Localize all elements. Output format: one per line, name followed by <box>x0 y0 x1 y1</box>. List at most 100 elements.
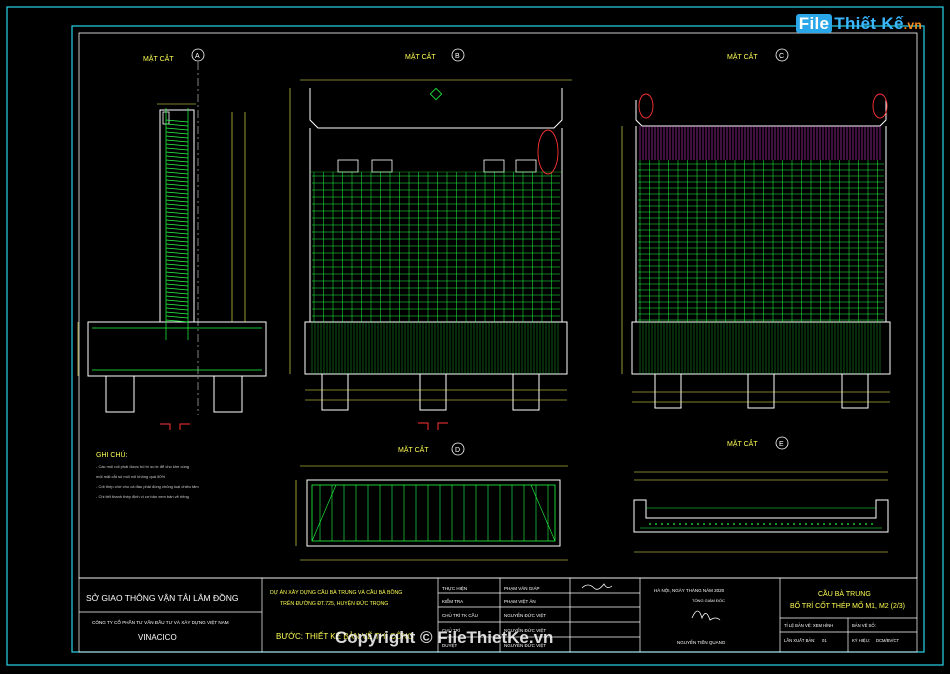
section-d-view: MẶT CẮT D <box>295 442 568 561</box>
rebar-dot <box>817 523 819 525</box>
rebar-dot <box>793 523 795 525</box>
rebar-stirrup <box>165 207 189 211</box>
role-5: DUYỆT <box>442 641 458 648</box>
rebar-stirrup <box>165 151 189 155</box>
rebar-stirrup <box>165 223 189 227</box>
signature-1 <box>581 583 613 590</box>
note-line-2: một mặt cắt số mối nối không quá 50% <box>96 474 166 479</box>
section-a-marker <box>191 48 205 62</box>
rebar-stirrup <box>165 263 189 267</box>
section-e-letter: E <box>779 441 784 448</box>
section-d-marker <box>451 442 465 456</box>
rebar-stirrup <box>165 259 189 263</box>
rebar-stirrup <box>165 251 189 255</box>
rebar-dot <box>727 523 729 525</box>
rebar-dot <box>679 523 681 525</box>
outer-frame <box>6 6 944 666</box>
rebar-stirrup <box>165 287 189 291</box>
rebar-stirrup <box>165 163 189 167</box>
rebar-dot <box>685 523 687 525</box>
section-b-letter: B <box>455 53 460 60</box>
rebar-stirrup <box>165 319 189 323</box>
title-block <box>78 577 918 653</box>
role-2-name: PHẠM VIỆT ÂN <box>504 597 536 604</box>
rebar-stirrup <box>165 119 189 123</box>
rebar-stirrup <box>165 159 189 163</box>
role-4: CHỦ TRÌ <box>442 627 460 633</box>
note-line-1: - Các mối nối phải được bố trí so le để … <box>96 464 189 469</box>
rebar-stirrup <box>165 231 189 235</box>
rebar-dot <box>787 523 789 525</box>
rebar-stirrup <box>165 171 189 175</box>
project-line-1: DỰ ÁN XÂY DỰNG CẦU BÀ TRUNG VÀ CẦU BÀ BỒ… <box>270 589 402 596</box>
drawing-border <box>78 32 918 579</box>
section-e-view: MẶT CẮT E <box>633 436 889 553</box>
brand-name: Thiết Kế <box>834 14 904 33</box>
rebar-dot <box>703 523 705 525</box>
rebar-dot <box>739 523 741 525</box>
scale-label: TỈ LỆ BẢN VẼ: XEM HÌNH <box>784 623 833 628</box>
section-d-title: MẶT CẮT <box>398 445 429 454</box>
rebar-dot <box>811 523 813 525</box>
rebar-stirrup <box>165 271 189 275</box>
role-3: CHỦ TRÌ TK CẦU <box>442 612 478 618</box>
rebar-stirrup <box>165 247 189 251</box>
rebar-dot <box>865 523 867 525</box>
brand-tld: .vn <box>903 18 922 32</box>
rebar-stirrup <box>165 199 189 203</box>
revision-value: 01 <box>822 638 827 643</box>
title-block-text: SỞ GIAO THÔNG VẬN TẢI LÂM ĐỒNG CÔNG TY C… <box>86 583 905 648</box>
company-short: VINACICO <box>138 633 177 642</box>
rebar-dot <box>823 523 825 525</box>
rebar-dot <box>649 523 651 525</box>
section-c-letter: C <box>779 53 784 60</box>
copyright-watermark: Copyright © FileThietKe.vn <box>335 628 554 647</box>
rebar-dot <box>799 523 801 525</box>
rebar-dot <box>691 523 693 525</box>
rebar-stirrup <box>165 219 189 223</box>
section-e-title: MẶT CẮT <box>727 439 758 448</box>
rebar-dot <box>733 523 735 525</box>
rebar-dot <box>847 523 849 525</box>
rebar-stirrup <box>165 291 189 295</box>
rebar-stirrup <box>165 239 189 243</box>
rebar-dot <box>673 523 675 525</box>
rebar-dot <box>661 523 663 525</box>
rebar-stirrup <box>165 187 189 191</box>
director-title: TỔNG GIÁM ĐỐC <box>692 598 725 603</box>
rebar-stirrup <box>165 127 189 131</box>
section-d-letter: D <box>455 447 460 454</box>
section-c-view: MẶT CẮT C <box>621 48 891 409</box>
rebar-stirrup <box>165 235 189 239</box>
section-a-title: MẶT CẮT <box>143 54 174 63</box>
rebar-stirrup <box>165 131 189 135</box>
rebar-stirrup <box>165 279 189 283</box>
file-code: DCM/BV/CT <box>876 638 899 643</box>
section-b-title: MẶT CẮT <box>405 52 436 61</box>
role-1: THỰC HIỆN <box>442 584 467 591</box>
rebar-dot <box>781 523 783 525</box>
rebar-stirrup <box>165 227 189 231</box>
notes-heading: GHI CHÚ: <box>96 450 128 459</box>
role-2: KIỂM TRA <box>442 598 463 604</box>
sheet-label: BẢN VẼ SỐ: <box>852 623 876 628</box>
rebar-stirrup <box>165 143 189 147</box>
rebar-dot <box>835 523 837 525</box>
file-label: KÝ HIỆU: <box>852 638 870 643</box>
role-1-name: PHẠM VĂN GIÁP <box>504 585 540 591</box>
rebar-dot <box>829 523 831 525</box>
rebar-dot <box>763 523 765 525</box>
date-line: HÀ NỘI, NGÀY THÁNG NĂM 2020 <box>654 587 725 593</box>
section-a-view: MẶT CẮT A <box>77 48 267 430</box>
rebar-stirrup <box>165 139 189 143</box>
rebar-stirrup <box>165 167 189 171</box>
rebar-stirrup <box>165 147 189 151</box>
rebar-dot <box>871 523 873 525</box>
note-line-3: - Cốt thép chờ cho cả đầu phải đúng chủn… <box>96 484 199 489</box>
rebar-stirrup <box>165 179 189 183</box>
revision-label: LẦN XUẤT BẢN: <box>784 638 815 643</box>
rebar-stirrup <box>165 123 189 127</box>
rebar-stirrup <box>165 255 189 259</box>
